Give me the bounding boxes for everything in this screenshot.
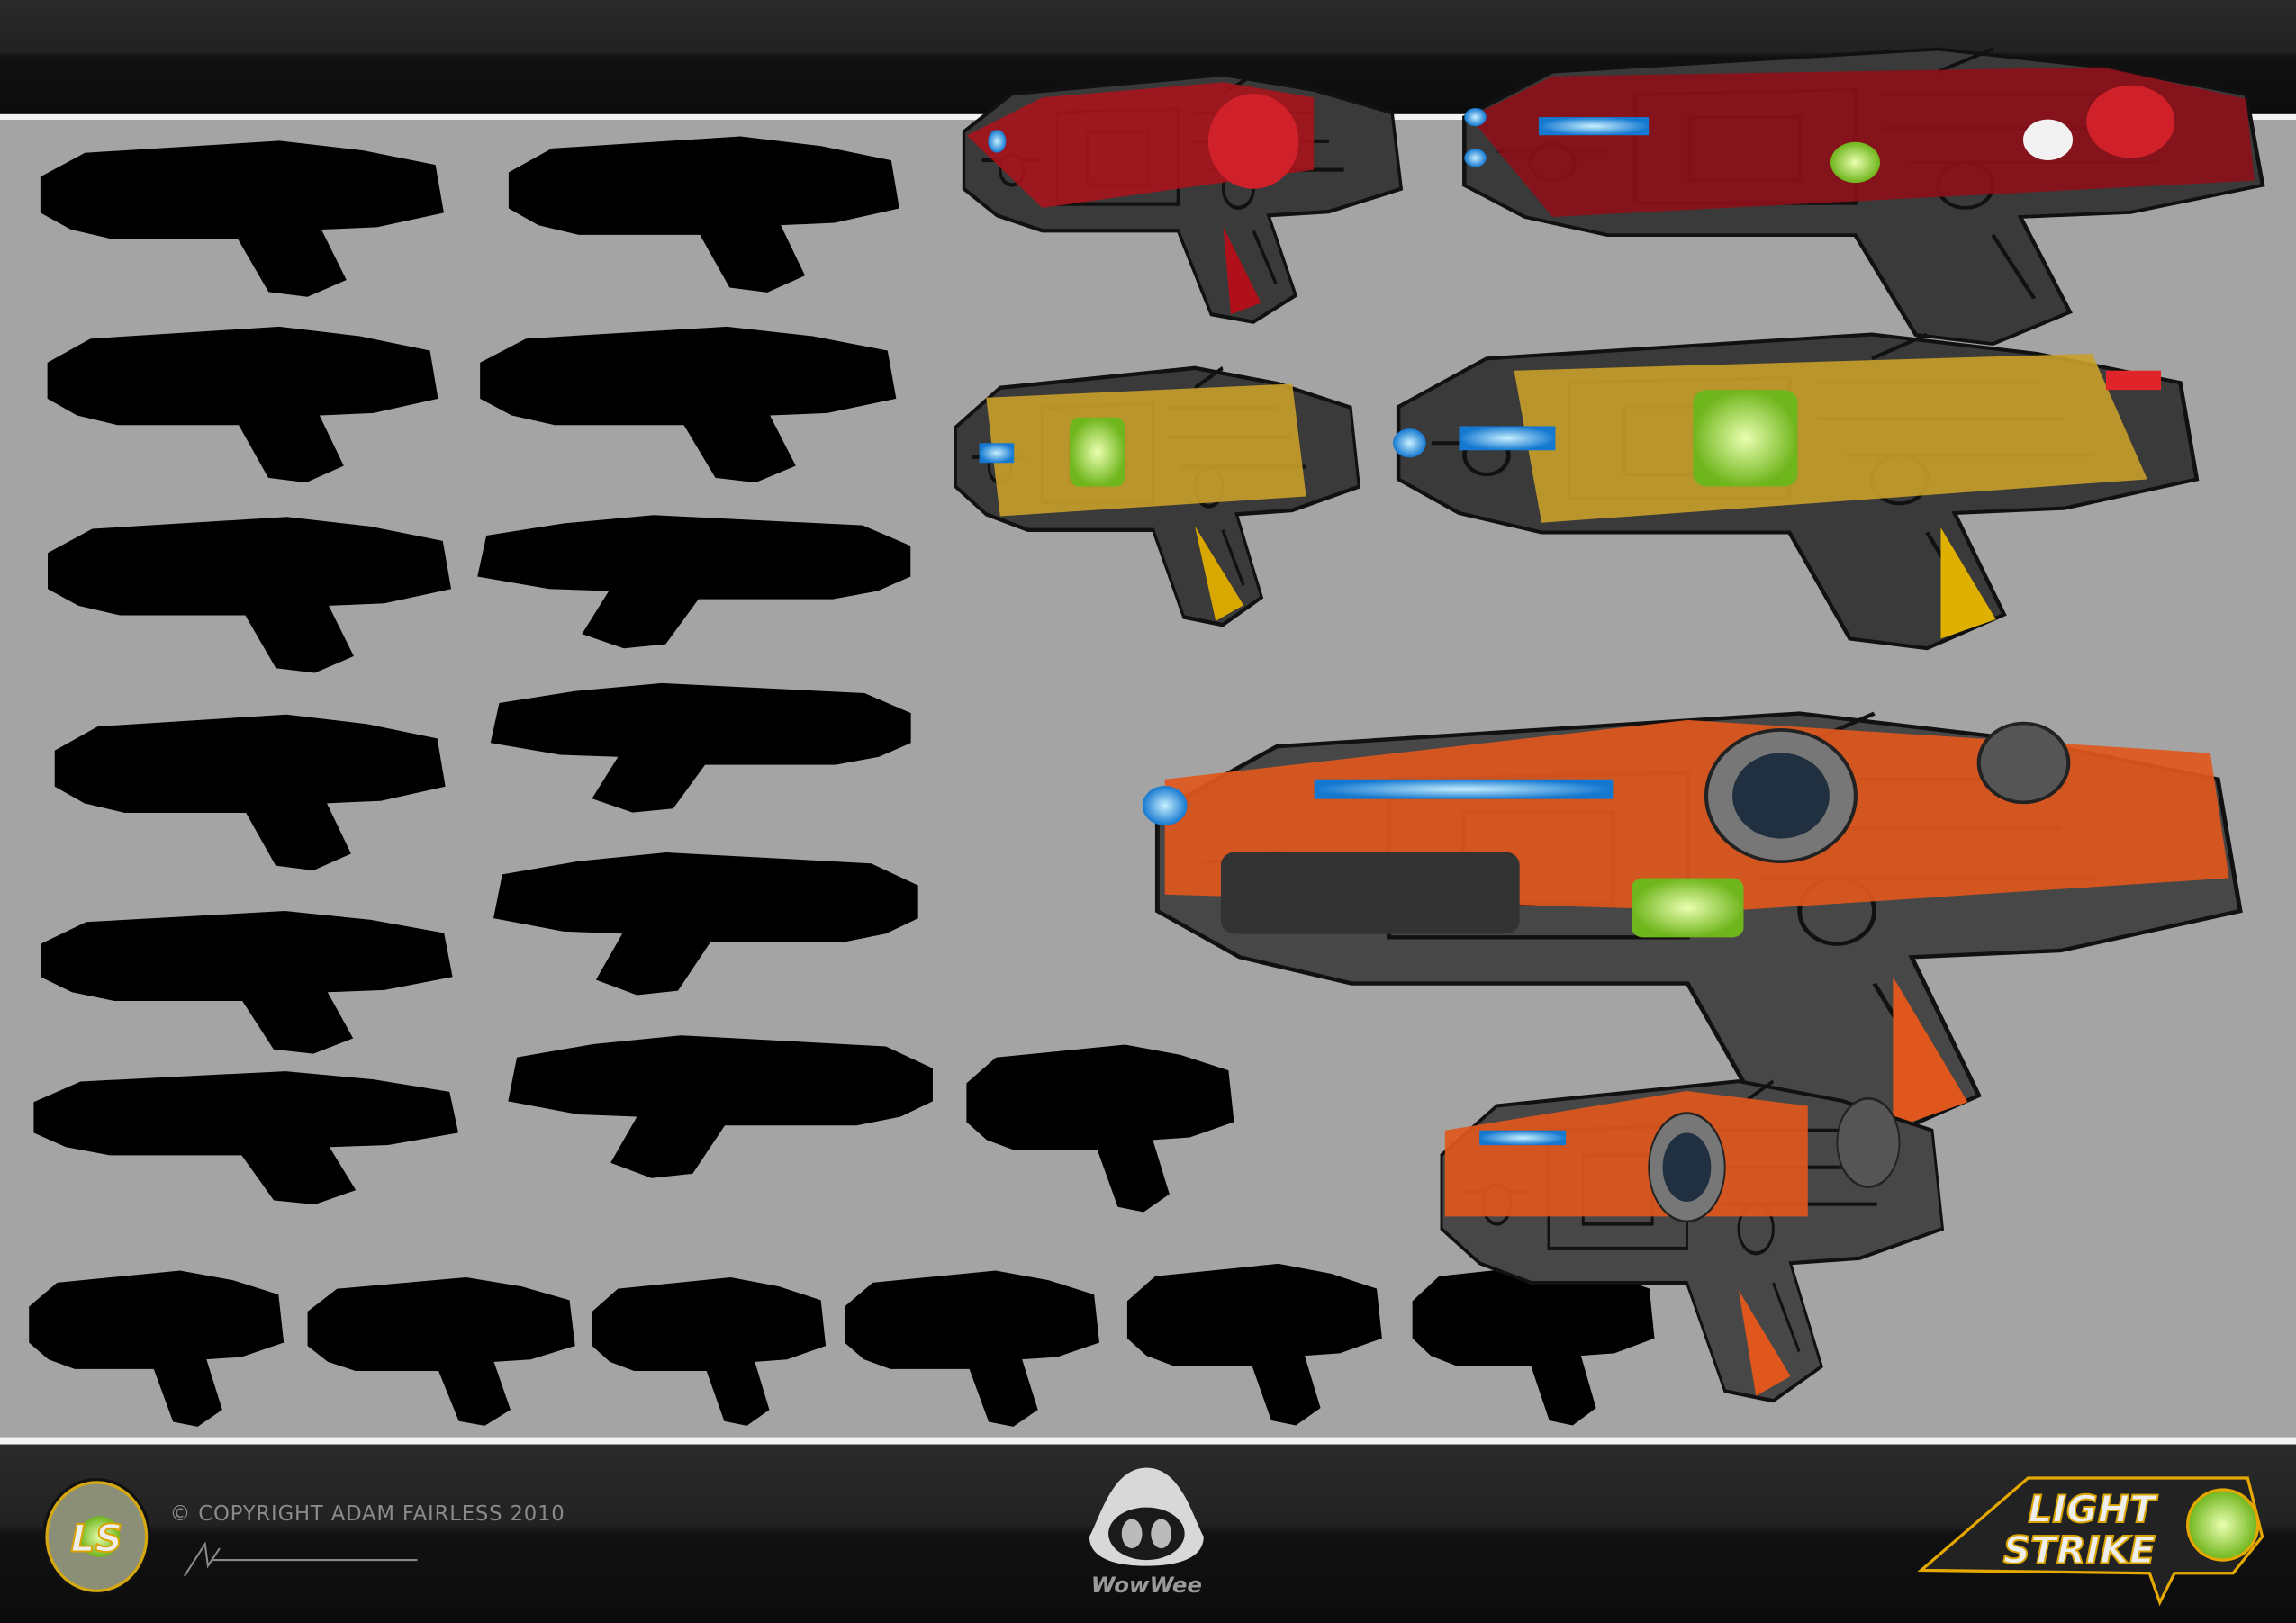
- emblem-text: LS: [71, 1516, 122, 1560]
- render-orange-large: [1142, 714, 2240, 1142]
- light-strike-emblem-logo: LS: [42, 1478, 151, 1596]
- render-red-large: [1464, 49, 2263, 344]
- render-yellow-small: [955, 368, 1359, 625]
- logo-text-light: LIGHT: [2028, 1487, 2158, 1531]
- logo-text-strike: STRIKE: [2003, 1528, 2156, 1572]
- divider-line-bottom: [0, 1437, 2296, 1445]
- wowwee-logo: WowWee: [1089, 1467, 1204, 1598]
- artist-signature: [184, 1541, 418, 1577]
- light-strike-logo: LIGHT STRIKE: [1917, 1476, 2264, 1607]
- render-yellow-large: [1393, 334, 2197, 648]
- render-orange-small: [1442, 1081, 1943, 1401]
- copyright-text: © COPYRIGHT ADAM FAIRLESS 2010: [170, 1502, 565, 1526]
- wowwee-text: WowWee: [1091, 1572, 1202, 1598]
- render-red-small: [963, 75, 1401, 322]
